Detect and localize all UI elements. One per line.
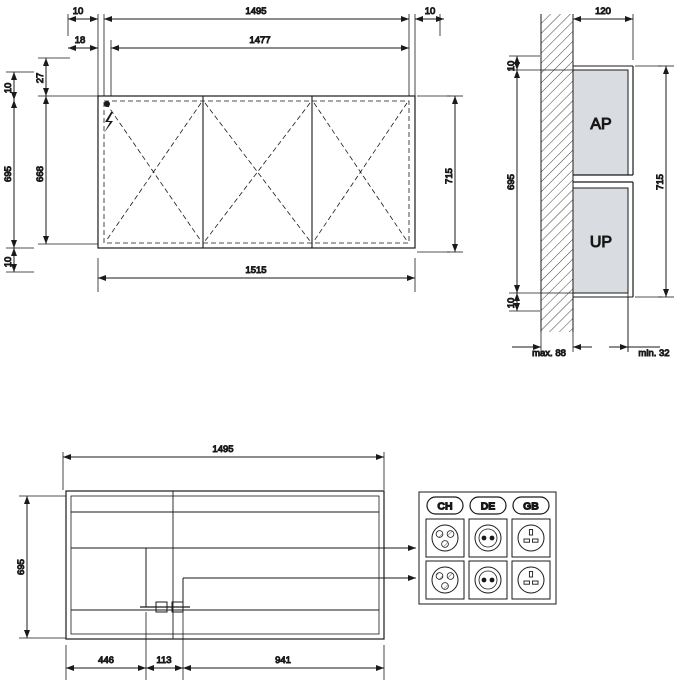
- socket-badge-ch: [426, 496, 464, 515]
- front-elevation: 10 1495 10 18 1477 10 27 695 668: [3, 6, 463, 292]
- socket-label-ch: CH: [437, 501, 452, 513]
- dim-wall-max-88: max. 88: [532, 348, 566, 359]
- dim-side-top-10: 10: [506, 61, 517, 72]
- socket-cell-ch-1: [425, 518, 465, 558]
- socket-label-de: DE: [481, 501, 496, 513]
- socket-variants: CH DE GB: [418, 491, 557, 605]
- dim-plan-113: 113: [156, 655, 171, 666]
- plan-wiring: [140, 547, 404, 613]
- plan-inner-body: [70, 495, 380, 635]
- side-section: AP UP 120 10 695 10 715: [506, 6, 674, 360]
- flash-bolt-icon: [104, 112, 113, 133]
- cabinet-box-up: [572, 187, 629, 294]
- dim-front-top-width: 1495: [245, 6, 266, 17]
- plan-view: 1495 695: [16, 444, 416, 680]
- dim-plan-941: 941: [275, 655, 291, 666]
- dim-front-bottom-width: 1515: [245, 265, 266, 276]
- dim-wall-min-32: min. 32: [638, 348, 669, 359]
- socket-badge-gb: [512, 496, 550, 515]
- dim-side-bottom-10: 10: [506, 298, 517, 309]
- dim-plan-446: 446: [98, 655, 114, 666]
- socket-header-row: CH DE GB: [426, 496, 550, 515]
- dim-front-inner-width: 1477: [249, 35, 270, 46]
- wall-hatch: [541, 14, 573, 332]
- dim-front-left-top-10: 10: [3, 83, 14, 94]
- dim-front-left-668: 668: [35, 166, 46, 182]
- dim-side-depth-120: 120: [595, 6, 611, 17]
- socket-badge-de: [469, 496, 507, 515]
- door-diagonals: [105, 102, 408, 242]
- cabinet-inner-dashed: [103, 100, 410, 244]
- socket-cell-gb-2: [511, 560, 551, 600]
- dim-front-left-695: 695: [3, 166, 14, 182]
- dim-plan-left-695: 695: [16, 559, 27, 575]
- socket-cell-ch-2: [425, 560, 465, 600]
- socket-label-gb: GB: [523, 501, 539, 513]
- label-up: UP: [590, 234, 612, 251]
- connection-point: [104, 101, 110, 107]
- cabinet-outer-body: [97, 95, 416, 249]
- socket-panel: [418, 491, 557, 605]
- dim-front-left-bottom-10: 10: [3, 257, 14, 268]
- socket-cell-de-1: [468, 518, 508, 558]
- dim-side-695: 695: [506, 174, 517, 190]
- socket-cell-gb-1: [511, 518, 551, 558]
- socket-cell-de-2: [468, 560, 508, 600]
- label-ap: AP: [590, 116, 611, 133]
- dim-side-715: 715: [655, 174, 666, 190]
- dim-front-inner-offset: 18: [75, 35, 86, 46]
- plan-outer-body: [65, 490, 385, 640]
- dim-front-top-left-gap: 10: [73, 6, 84, 17]
- dim-front-right-715: 715: [444, 168, 455, 184]
- dim-front-top-right-gap: 10: [425, 6, 436, 17]
- dim-plan-top-width: 1495: [212, 444, 233, 455]
- dim-front-left-27: 27: [35, 73, 46, 84]
